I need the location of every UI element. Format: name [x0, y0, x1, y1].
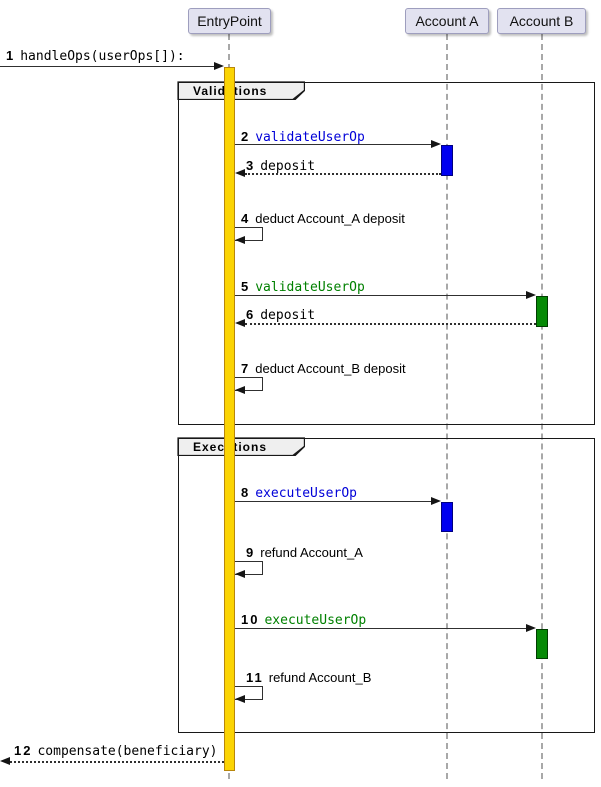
message-1-text: handleOps(userOps[]):: [20, 49, 185, 64]
message-7: 7 deduct Account_B deposit: [241, 362, 406, 376]
message-6-text: deposit: [260, 308, 316, 323]
message-9-number: 9: [246, 545, 256, 560]
message-4-number: 4: [241, 211, 251, 226]
message-8-text: executeUserOp: [255, 486, 357, 501]
message-3-text: deposit: [260, 159, 316, 174]
lifeline-account-a: [446, 34, 448, 779]
message-6-line: [245, 323, 536, 325]
message-6: 6 deposit: [246, 308, 315, 323]
message-1: 1 handleOps(userOps[]):: [6, 49, 185, 64]
message-5-arrowhead: [526, 291, 536, 299]
lifeline-account-b: [541, 34, 543, 779]
frame-validations-tab: Validations: [177, 81, 306, 101]
participant-entrypoint: EntryPoint: [188, 8, 271, 34]
message-1-line: [0, 66, 215, 67]
message-6-arrowhead: [235, 319, 245, 327]
activation-account-b-execute: [536, 629, 548, 659]
participant-account-b: Account B: [497, 8, 586, 34]
message-12-line: [10, 761, 224, 763]
message-11-text: refund Account_B: [268, 670, 372, 685]
message-4-arrowhead: [235, 236, 245, 244]
message-11-self-loop: [235, 686, 263, 700]
message-8-number: 8: [241, 485, 251, 500]
message-2-line: [235, 144, 432, 145]
participant-entrypoint-label: EntryPoint: [197, 13, 262, 29]
message-8-arrowhead: [431, 497, 441, 505]
message-7-number: 7: [241, 361, 251, 376]
message-1-number: 1: [6, 48, 16, 63]
message-9-arrowhead: [235, 570, 245, 578]
message-2-text: validateUserOp: [255, 130, 365, 145]
message-8: 8 executeUserOp: [241, 486, 357, 501]
participant-account-b-label: Account B: [509, 13, 574, 29]
message-3-arrowhead: [235, 169, 245, 177]
message-7-text: deduct Account_B deposit: [255, 361, 406, 376]
activation-account-b-validate: [536, 296, 548, 327]
frame-executions: Executions: [177, 437, 595, 733]
message-10-text: executeUserOp: [264, 613, 367, 628]
message-11-arrowhead: [235, 695, 245, 703]
participant-account-a: Account A: [405, 8, 489, 34]
message-5: 5 validateUserOp: [241, 280, 365, 295]
message-9-self-loop: [235, 561, 263, 575]
activation-account-a-execute: [441, 502, 453, 532]
participant-account-a-label: Account A: [415, 13, 479, 29]
frame-executions-tab: Executions: [177, 437, 306, 457]
message-11-number: 11: [246, 670, 264, 685]
activation-entrypoint: [224, 67, 235, 771]
message-5-number: 5: [241, 279, 251, 294]
message-9: 9 refund Account_A: [246, 546, 363, 560]
message-4-self-loop: [235, 227, 263, 241]
message-2-number: 2: [241, 129, 251, 144]
message-5-text: validateUserOp: [255, 280, 365, 295]
message-3-number: 3: [246, 158, 256, 173]
message-3: 3 deposit: [246, 159, 315, 174]
message-4-text: deduct Account_A deposit: [255, 211, 405, 226]
message-12-number: 12: [14, 743, 33, 758]
message-11: 11 refund Account_B: [246, 671, 371, 685]
message-12: 12 compensate(beneficiary): [14, 744, 217, 759]
message-12-arrowhead: [0, 757, 10, 765]
frame-validations: Validations: [177, 81, 595, 425]
message-2: 2 validateUserOp: [241, 130, 365, 145]
message-8-line: [235, 501, 432, 502]
message-10: 10 executeUserOp: [241, 613, 366, 628]
message-1-arrowhead: [214, 62, 224, 70]
message-3-line: [245, 173, 441, 175]
message-6-number: 6: [246, 307, 256, 322]
message-4: 4 deduct Account_A deposit: [241, 212, 405, 226]
message-10-line: [235, 628, 527, 629]
message-5-line: [235, 295, 527, 296]
activation-account-a-validate: [441, 145, 453, 176]
message-9-text: refund Account_A: [260, 545, 363, 560]
message-7-arrowhead: [235, 386, 245, 394]
message-10-arrowhead: [526, 624, 536, 632]
message-10-number: 10: [241, 612, 260, 627]
message-2-arrowhead: [431, 140, 441, 148]
message-7-self-loop: [235, 377, 263, 391]
message-12-text: compensate(beneficiary): [37, 744, 218, 759]
